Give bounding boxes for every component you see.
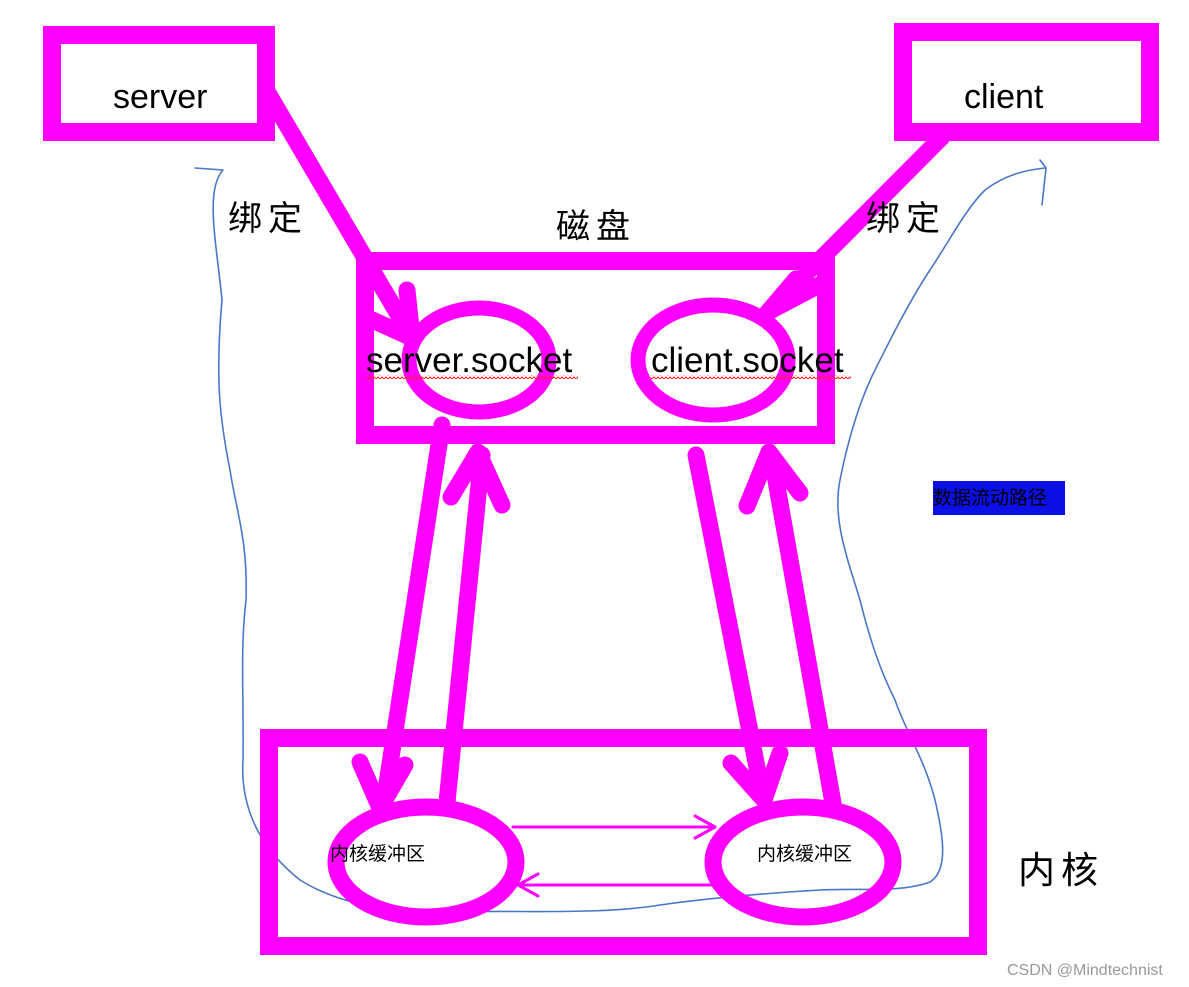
server-socket-oval [401,300,557,420]
kernel-buffer-left-oval [327,798,525,926]
hand-drawn-flow-path [194,159,1047,914]
kernel-buffer-right-oval [704,798,902,926]
client-socket-oval [630,297,796,423]
client-socket-label: client.socket [651,341,844,380]
kernel-buffer-ovals [327,798,902,926]
server-socket-label: server.socket [366,341,573,380]
bind-label-left: 绑定 [228,199,308,239]
client-label: client [964,78,1044,116]
vertical-data-arrows [351,416,842,817]
bind-label-right: 绑定 [866,199,946,239]
disk-label: 磁盘 [556,207,636,247]
server-label: server [113,78,208,116]
kernel-box [260,729,987,955]
kernel-buffer-right-label: 内核缓冲区 [757,843,853,865]
data-flow-path-legend: 数据流动路径 [933,481,1065,515]
buffer-exchange-arrows [511,814,717,898]
spellcheck-underlines [367,375,851,379]
client-socket-spellcheck-underline [651,375,851,379]
socket-ovals [401,297,796,423]
kernel-label: 内核 [1018,849,1104,892]
disk-box [356,252,835,444]
server-box [43,26,275,141]
watermark: CSDN @Mindtechnist [1007,962,1163,979]
client-to-socket-bind-arrow [759,128,951,321]
client-box [894,23,1159,141]
server-socket-spellcheck-underline [367,375,578,379]
kernel-buffer-left-label: 内核缓冲区 [330,843,426,865]
